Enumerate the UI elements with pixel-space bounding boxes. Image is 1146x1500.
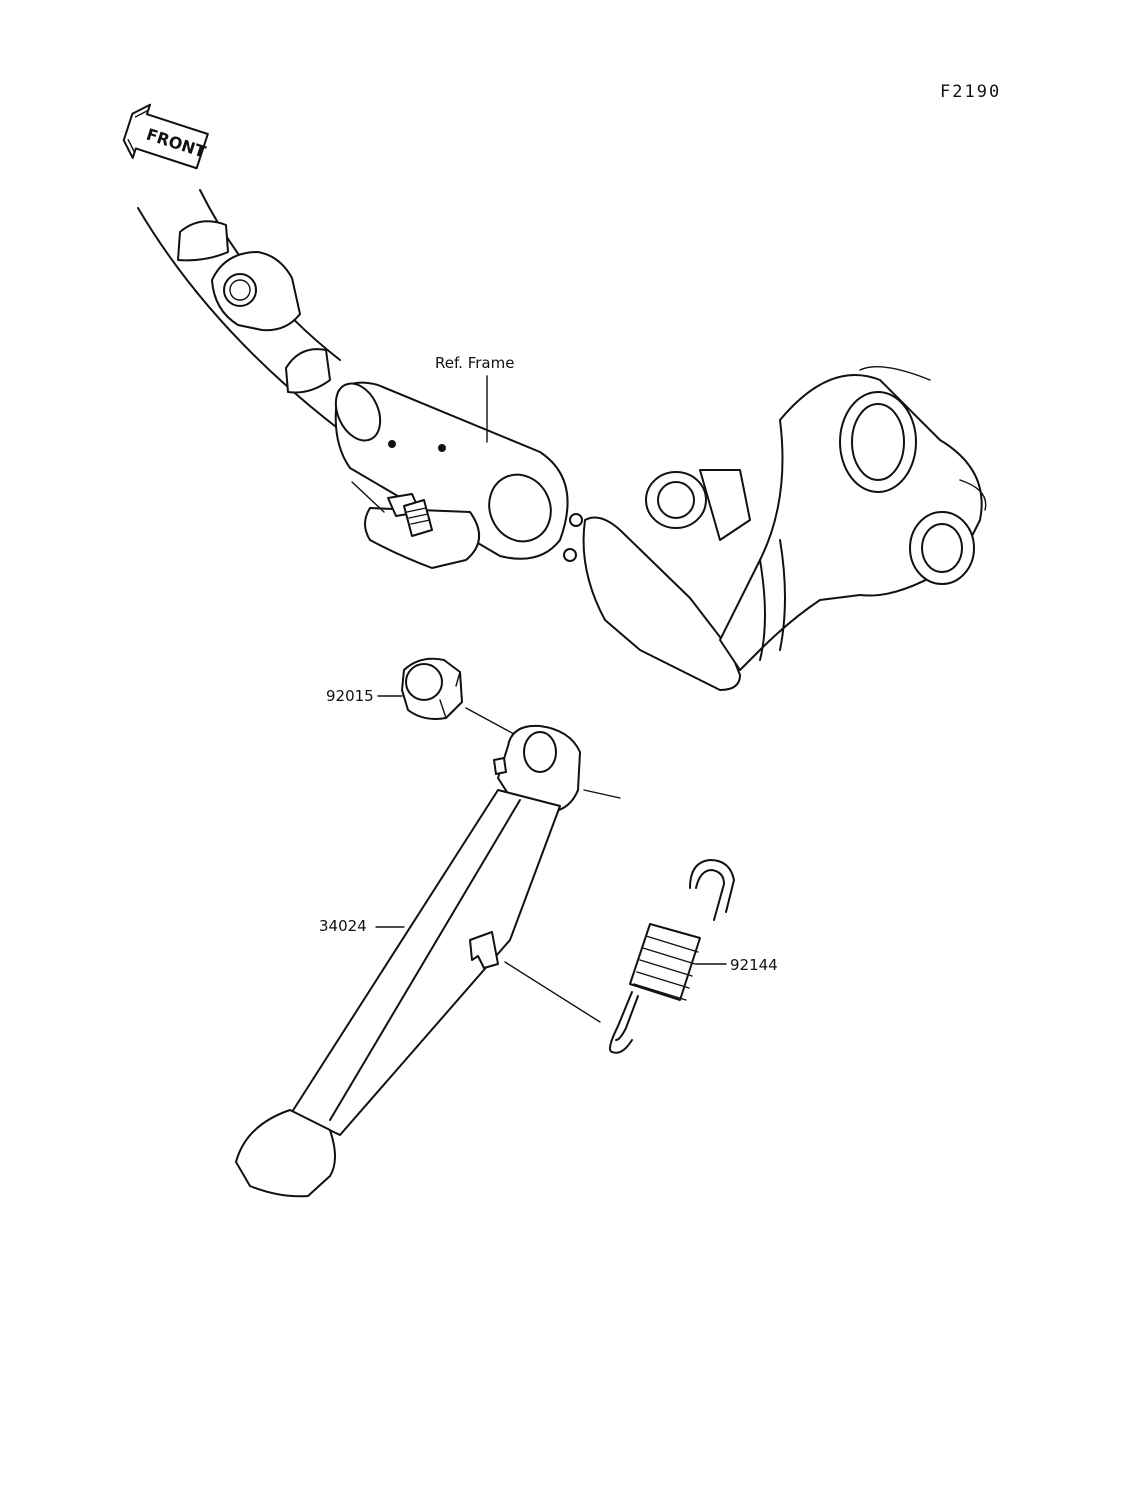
frame-bracket	[211, 251, 301, 332]
stand-pivot-mount	[563, 469, 751, 691]
frame-stud-bracket	[351, 481, 480, 569]
nut-assembly-line	[465, 707, 515, 735]
side-stand-34024	[235, 724, 581, 1198]
spring-label: 92144	[730, 956, 778, 974]
nut-label: 92015	[326, 687, 374, 705]
stand-pivot-axis	[583, 789, 621, 799]
nut-92015	[401, 657, 463, 720]
diagram-code: F2190	[940, 82, 1001, 102]
stand-label: 34024	[319, 917, 367, 935]
frame-cross-tube	[334, 381, 569, 560]
front-arrow-icon: FRONT	[122, 103, 209, 170]
frame-label: Ref. Frame	[435, 354, 514, 372]
frame-rear-plate	[719, 365, 987, 671]
spring-assembly-line	[504, 961, 601, 1023]
spring-92144	[609, 859, 735, 1054]
